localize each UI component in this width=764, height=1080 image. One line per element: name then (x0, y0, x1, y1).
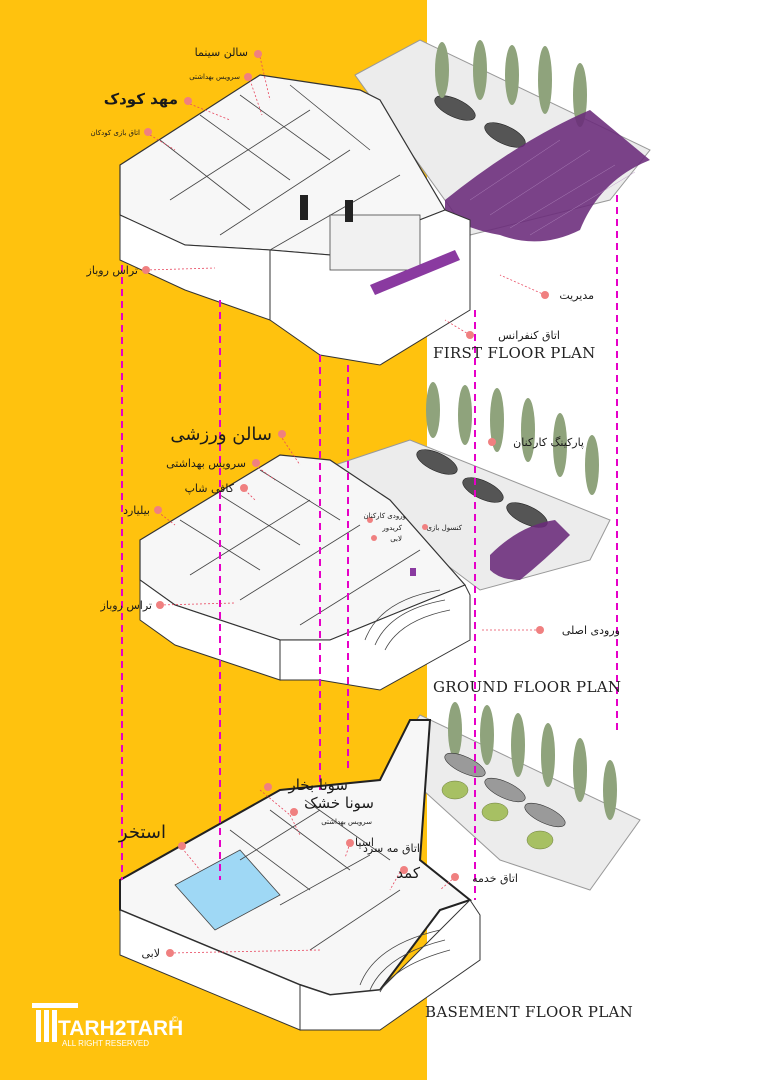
label-steam-sauna: سونا بخار (287, 776, 348, 794)
label-kids-playroom: اتاق بازی کودکان (90, 129, 140, 137)
ground-floor-purple-canopy (490, 520, 570, 580)
logo-emblem-icon (32, 1003, 78, 1042)
label-staff-room: اتاق خدمه (472, 872, 518, 885)
label-conference-room: اتاق کنفرانس (498, 329, 560, 342)
label-coffee-shop: کافی شاپ (185, 482, 235, 495)
label-management: مدیریت (559, 289, 594, 302)
basement-pool (174, 849, 281, 931)
label-main-entrance: ورودی اصلی (562, 624, 620, 637)
label-gym-hall: سالن ورزشی (170, 424, 272, 445)
first-floor-purple-canopy (445, 110, 650, 242)
label-basement-lobby: لابی (141, 947, 160, 960)
basement-front-wall (299, 899, 481, 1031)
basement-trees (448, 702, 617, 820)
label-ground-open-terrace: تراس روباز (100, 599, 152, 612)
vertical-guide-lines (121, 195, 618, 900)
label-dry-sauna: سونا خشک (304, 794, 374, 812)
ground-floor-trees (426, 382, 599, 495)
label-staff-parking: پارکینگ کارکنان (513, 436, 584, 449)
logo-tagline: ALL RIGHT RESERVED (62, 1039, 149, 1048)
label-markers (142, 50, 549, 957)
basement-floor-title: BASEMENT FLOOR PLAN (425, 1003, 633, 1021)
label-locker: کمد (396, 864, 421, 882)
label-spa: اسپا (355, 836, 374, 849)
label-basement-restroom: سرویس بهداشتی (321, 818, 372, 826)
first-floor-conference-strip (370, 250, 460, 295)
label-kindergarten: مهد کودک (104, 90, 178, 108)
label-first-restroom: سرویس بهداشتی (189, 73, 240, 81)
label-game-console: کنسول بازی (426, 524, 462, 532)
leader-lines (145, 56, 546, 954)
ground-floor-model (139, 382, 611, 691)
basement-partitions (229, 799, 401, 951)
label-first-open-terrace: تراس روباز (86, 264, 138, 277)
label-ground-lobby: لابی (390, 535, 402, 543)
label-pool: استخر (118, 822, 166, 843)
label-cinema-hall: سالن سینما (195, 46, 248, 59)
label-cold-mist-room: اتاق مه سرد (363, 842, 420, 855)
first-floor-partitions (159, 84, 421, 271)
basement-model (119, 702, 641, 1031)
first-floor-cars (434, 95, 526, 148)
logo-brand: TARH2TARH (58, 1017, 183, 1040)
ground-floor-title: GROUND FLOOR PLAN (433, 678, 621, 696)
ground-floor-cars (416, 449, 548, 528)
first-floor-figures (300, 195, 353, 222)
ground-floor-auditorium (364, 589, 451, 651)
first-floor-model (119, 39, 651, 366)
label-corridor: کریدور (381, 524, 402, 532)
ground-floor-console-marker (410, 568, 416, 576)
label-staff-entrance: ورودی کارکنان (363, 512, 406, 520)
label-ground-restroom: سرویس بهداشتی (166, 457, 246, 470)
first-floor-trees (435, 40, 587, 127)
logo-registered-mark: © (172, 1015, 178, 1024)
tarh2tarh-logo: TARH2TARH © ALL RIGHT RESERVED (32, 1003, 183, 1048)
label-billiard: بیلیارد (123, 504, 150, 517)
first-floor-title: FIRST FLOOR PLAN (433, 344, 596, 362)
basement-auditorium (359, 929, 451, 993)
